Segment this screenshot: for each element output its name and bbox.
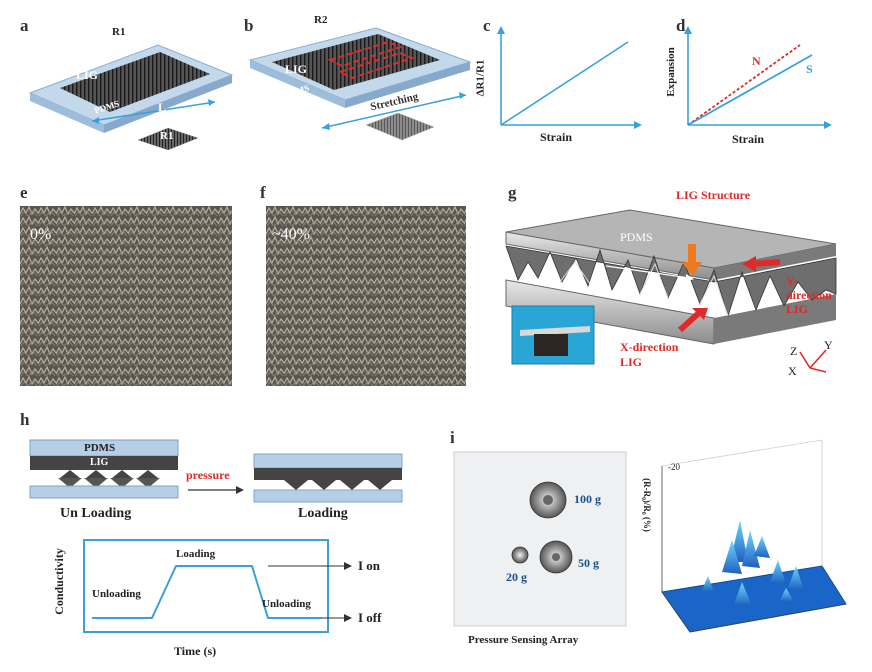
g-y-direction: Y-direction LIG	[786, 274, 832, 316]
i-caption: Pressure Sensing Array	[468, 634, 579, 646]
a-r1-bottom-label: R1	[160, 130, 174, 142]
panel-label-g: g	[508, 183, 517, 202]
c-ylabel: ΔR1/R1	[474, 59, 487, 97]
h-i-on: I on	[358, 558, 381, 573]
h-unloading-title: Un Loading	[60, 506, 132, 521]
g-pdms-label: PDMS	[620, 230, 653, 244]
i-weight-20g: 20 g	[506, 570, 527, 584]
e-percent: 0%	[30, 226, 52, 243]
h-pressure-label: pressure	[186, 468, 230, 482]
panel-label-c: c	[483, 16, 491, 35]
panel-label-d: d	[676, 16, 686, 35]
h-loading-title: Loading	[298, 506, 348, 521]
d-s-label: S	[806, 62, 813, 76]
i-weight-100g: 100 g	[574, 492, 601, 506]
h-unloading-left: Unloading	[92, 588, 141, 600]
a-r1-label: R1	[112, 26, 126, 38]
panel-label-h: h	[20, 410, 30, 429]
h-xlabel: Time (s)	[174, 644, 217, 658]
d-ylabel: Expansion	[664, 47, 677, 97]
g-axis-y: Y	[824, 338, 833, 352]
panel-label-f: f	[260, 183, 266, 202]
i-zlabel: (R-R₀)/R₀ (%)	[641, 478, 652, 532]
sem-image-f	[266, 206, 466, 386]
c-xlabel: Strain	[540, 130, 573, 144]
b-lig-label: LIG	[285, 62, 308, 76]
g-axis-z: Z	[790, 344, 798, 358]
d-n-label: N	[752, 54, 761, 68]
h-unloading-right: Unloading	[262, 598, 311, 610]
panel-label-a: a	[20, 16, 29, 35]
g-x-direction-line2: LIG	[620, 355, 643, 369]
sem-image-e	[20, 206, 232, 386]
g-lig-structure: LIG Structure	[676, 188, 751, 202]
a-l-label: L	[158, 100, 167, 114]
h-loading-label: Loading	[176, 548, 216, 560]
panel-label-e: e	[20, 183, 28, 202]
panel-label-b: b	[244, 16, 254, 35]
i-ztick: -20	[668, 462, 680, 472]
f-percent: ~40%	[272, 226, 310, 243]
panel-label-i: i	[450, 428, 455, 447]
i-weight-50g: 50 g	[578, 556, 599, 570]
h-i-off: I off	[358, 610, 382, 625]
a-lig-label: LIG	[76, 68, 99, 82]
h-pdms-label: PDMS	[84, 442, 116, 454]
g-axis-x: X	[788, 364, 797, 378]
h-ylabel: Conductivity	[51, 548, 66, 615]
b-r2-label: R2	[314, 14, 328, 26]
d-xlabel: Strain	[732, 132, 765, 146]
h-lig-label: LIG	[90, 457, 109, 468]
g-x-direction-line1: X-direction	[620, 340, 679, 354]
